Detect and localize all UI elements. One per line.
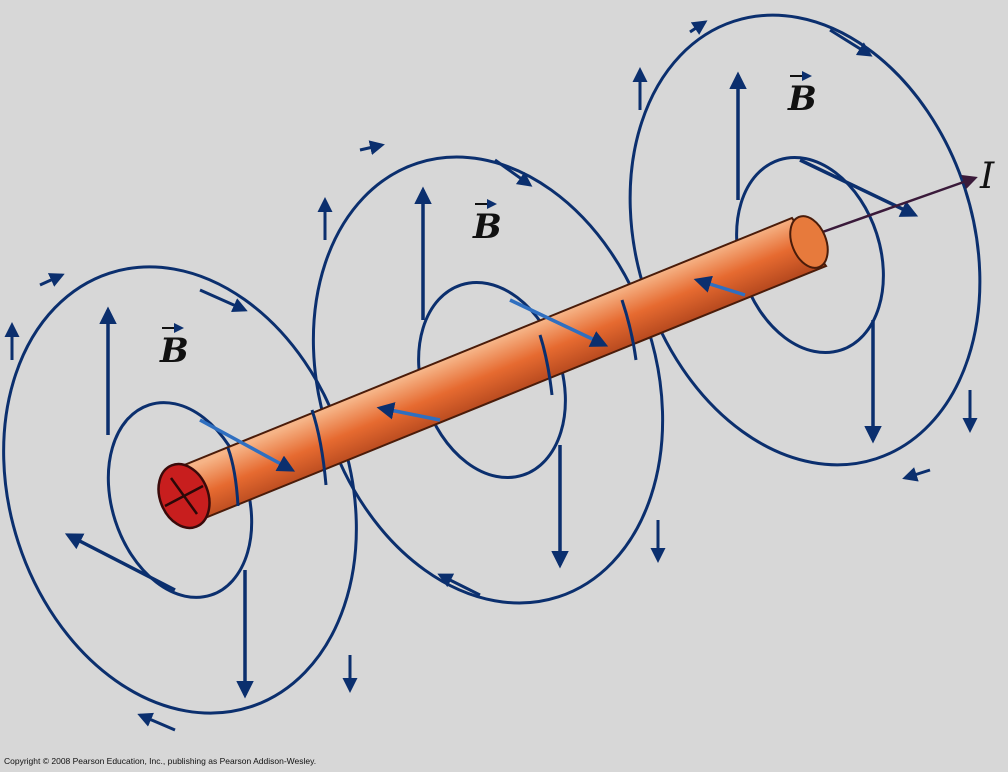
b-label-right: B [787,71,817,119]
b-label-left: B [159,323,189,371]
current-label: I [979,156,995,197]
wire-far-end [789,215,829,269]
front-field-segments [226,299,638,507]
loop-direction-arrows [4,20,978,732]
current-carrying-wire [157,215,829,530]
field-vectors [64,71,919,699]
b-vector-left-left [64,533,176,592]
svg-text:B: B [472,207,502,247]
current-arrow [799,174,978,242]
svg-text:B: B [787,79,817,119]
b-label-middle: B [472,199,502,247]
copyright-notice: Copyright © 2008 Pearson Education, Inc.… [4,756,316,766]
b-vector-right-upper [799,158,919,217]
svg-text:B: B [159,331,189,371]
field-vectors-on-wire [199,275,746,472]
